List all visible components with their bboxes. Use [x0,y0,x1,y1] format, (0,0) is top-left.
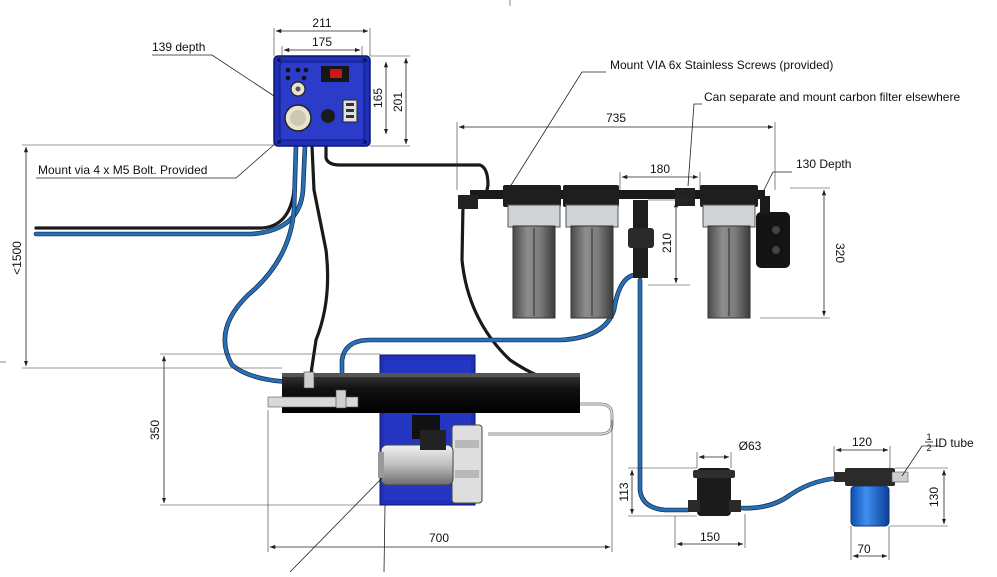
label-box-depth: 139 depth [152,40,205,54]
label-pump-diameter: Ø63 [739,439,762,453]
label-filter-height: 320 [833,243,847,263]
label-filter-span: 735 [606,111,626,125]
pressure-switch [756,196,790,268]
label-filter-inner-height: 210 [660,233,674,253]
label-carbon-note: Can separate and mount carbon filter els… [704,90,960,104]
label-tube-note: ID tube [935,436,974,450]
label-tube-fraction-num: 1 [926,432,931,442]
label-pump-height: 113 [617,482,631,501]
label-box-width-outer: 211 [312,16,331,30]
label-filter-depth: 130 Depth [796,157,851,171]
label-tube-fraction-den: 2 [926,443,931,453]
dimension-labels: 211 175 139 depth 165 201 Mount via 4 x … [10,16,974,556]
booster-pump [688,468,741,516]
label-box-height-outer: 201 [391,92,405,112]
membrane-assembly [267,354,580,506]
hoses [33,143,848,513]
dimension-lines [0,0,948,573]
label-prefilter-height: 130 [927,487,941,507]
label-filter-gap: 180 [650,162,670,176]
label-box-height-inner: 165 [371,88,385,108]
label-prefilter-base: 70 [857,542,871,556]
label-pump-width: 150 [700,530,720,544]
label-box-width-inner: 175 [312,35,332,49]
label-prefilter-width: 120 [852,435,872,449]
filter-rack [458,185,790,319]
label-membrane-height: 350 [148,420,162,440]
label-mount-bolts: Mount via 4 x M5 Bolt. Provided [38,163,207,177]
label-overall-height: <1500 [10,241,24,275]
control-box [273,55,371,147]
label-mount-screws: Mount VIA 6x Stainless Screws (provided) [610,58,833,72]
label-membrane-width: 700 [429,531,449,545]
prefilter [834,468,909,527]
